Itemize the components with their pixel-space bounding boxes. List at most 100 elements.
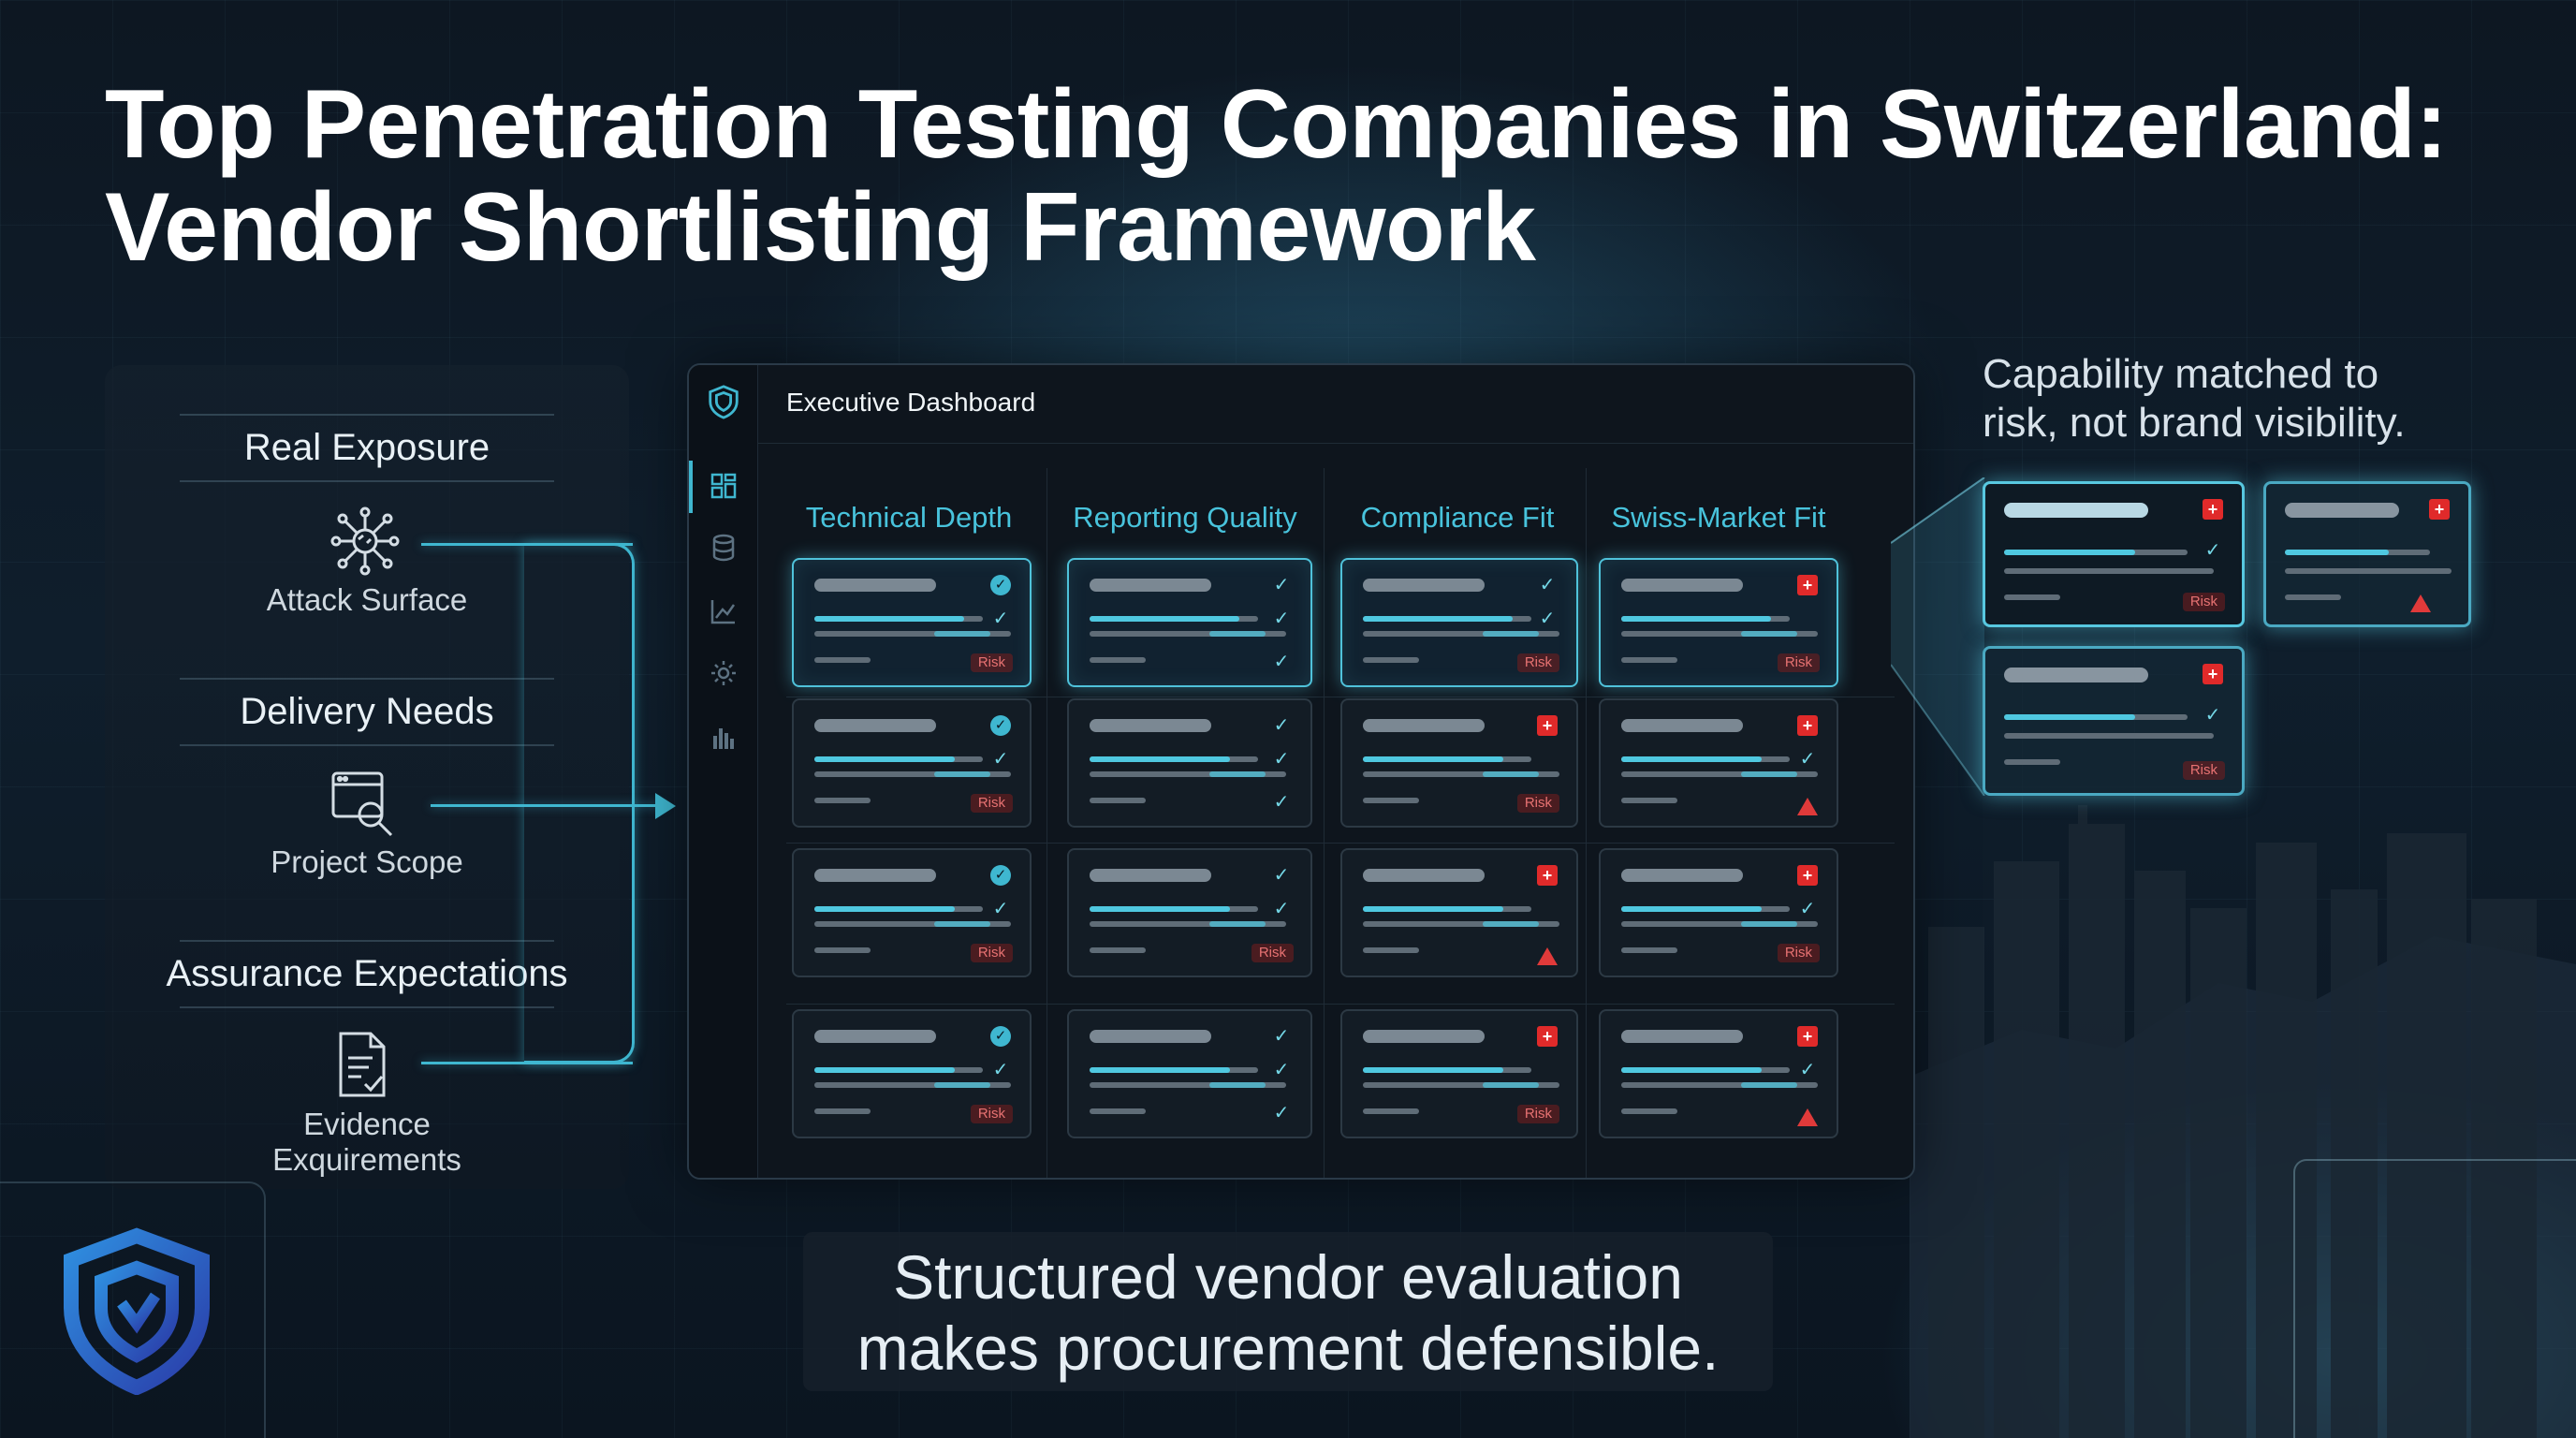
vendor-card[interactable]: +✓	[1599, 698, 1838, 828]
card-bar-short	[814, 657, 871, 663]
card-title-bar	[1621, 579, 1743, 592]
card-bar-track	[1621, 771, 1818, 777]
card-bar-short	[1621, 1108, 1677, 1114]
warning-icon	[1537, 947, 1558, 965]
card-bar-track	[1621, 921, 1818, 927]
grid-icon[interactable]	[708, 470, 739, 502]
card-bar-track	[2285, 568, 2452, 574]
card-bar-short	[2004, 594, 2060, 600]
vendor-card[interactable]: ✓✓Risk	[1340, 558, 1578, 687]
card-bar-fill	[934, 921, 990, 927]
line-chart-icon[interactable]	[708, 595, 739, 627]
check-icon: ✓	[1539, 575, 1556, 595]
card-bar-track	[1090, 1082, 1286, 1088]
check-icon: ✓	[1273, 652, 1290, 672]
check-icon: ✓	[1273, 715, 1290, 736]
vendor-card[interactable]: ✓✓✓	[1067, 1009, 1312, 1138]
card-bar-fill	[1741, 771, 1797, 777]
vendor-card[interactable]: +Risk	[1340, 698, 1578, 828]
card-bar-fill	[1090, 616, 1239, 622]
vendor-card[interactable]: +Risk	[1599, 558, 1838, 687]
card-bar-track	[2004, 733, 2214, 739]
card-bar-fill	[1090, 756, 1230, 762]
vendor-card[interactable]: ✓✓✓	[1067, 698, 1312, 828]
zoomed-vendor-card[interactable]: +✓Risk	[1983, 481, 2245, 627]
swiss-flag-icon: +	[1537, 865, 1558, 886]
card-title-bar	[1363, 579, 1485, 592]
vendor-card[interactable]: ✓✓Risk	[792, 698, 1032, 828]
card-title-bar	[1090, 869, 1211, 882]
dashboard-sidebar	[689, 365, 758, 1178]
vendor-card[interactable]: +✓	[1599, 1009, 1838, 1138]
zoomed-vendor-card[interactable]: +	[2263, 481, 2471, 627]
card-bar-short	[1090, 947, 1146, 953]
warning-icon	[2410, 594, 2431, 612]
card-bar-short	[2004, 759, 2060, 765]
card-bar-fill	[814, 616, 964, 622]
column-technical-depth[interactable]: Technical Depth	[805, 501, 1013, 534]
vendor-card[interactable]: +	[1340, 848, 1578, 977]
risk-badge: Risk	[970, 653, 1013, 672]
card-bar-fill	[1209, 1082, 1266, 1088]
card-bar-fill	[1741, 631, 1797, 637]
card-bar-short	[1363, 657, 1419, 663]
vendor-card[interactable]: ✓✓Risk	[792, 1009, 1032, 1138]
vendor-card[interactable]: ✓✓✓	[1067, 558, 1312, 687]
label-project-scope: Project Scope	[271, 844, 463, 879]
tagline-line-2: makes procurement defensible.	[856, 1313, 1720, 1383]
column-compliance-fit[interactable]: Compliance Fit	[1360, 501, 1555, 534]
card-bar-fill	[1363, 616, 1513, 622]
row-divider	[786, 1004, 1895, 1005]
vendor-card[interactable]: ✓✓Risk	[792, 558, 1032, 687]
vendor-card[interactable]: ✓✓Risk	[792, 848, 1032, 977]
check-icon: ✓	[1273, 899, 1290, 919]
connector-line-evidence	[421, 1062, 633, 1064]
column-divider	[1046, 468, 1047, 1178]
network-node-icon	[330, 506, 400, 576]
database-icon[interactable]	[708, 532, 739, 564]
connector-bracket	[524, 543, 635, 1064]
risk-badge: Risk	[970, 794, 1013, 813]
gear-icon[interactable]	[708, 657, 739, 689]
card-bar-fill	[1209, 631, 1266, 637]
card-bar-fill	[1363, 756, 1503, 762]
dashboard-title: Executive Dashboard	[786, 388, 1036, 417]
card-bar-fill	[934, 631, 990, 637]
card-bar-track	[814, 631, 1011, 637]
risk-badge: Risk	[1777, 653, 1820, 672]
shield-logo-icon	[709, 385, 739, 419]
bar-chart-icon[interactable]	[708, 721, 739, 753]
card-title-bar	[1621, 869, 1743, 882]
card-bar-fill	[1621, 756, 1762, 762]
label-attack-surface: Attack Surface	[266, 582, 468, 617]
card-title-bar	[1363, 1030, 1485, 1043]
card-bar-fill	[1363, 1067, 1503, 1073]
card-title-bar	[814, 719, 936, 732]
column-reporting-quality[interactable]: Reporting Quality	[1073, 501, 1297, 534]
risk-badge: Risk	[1516, 794, 1559, 813]
document-check-icon	[339, 1032, 386, 1097]
card-title-bar	[1621, 1030, 1743, 1043]
vendor-card[interactable]: +✓Risk	[1599, 848, 1838, 977]
column-divider	[1324, 468, 1325, 1178]
card-bar-track	[1621, 631, 1818, 637]
check-icon: ✓	[1799, 899, 1816, 919]
row-divider	[786, 843, 1895, 844]
card-bar-track	[1363, 921, 1559, 927]
callout-line-1: Capability matched to	[1983, 351, 2379, 397]
risk-badge: Risk	[970, 1105, 1013, 1123]
vendor-card[interactable]: ✓✓Risk	[1067, 848, 1312, 977]
check-badge-icon: ✓	[990, 575, 1011, 595]
title-line-2: Vendor Shortlisting Framework	[105, 173, 1536, 282]
card-title-bar	[2285, 503, 2400, 518]
column-swiss-market-fit[interactable]: Swiss-Market Fit	[1611, 501, 1826, 534]
card-bar-fill	[814, 1067, 955, 1073]
card-bar-track	[1090, 631, 1286, 637]
card-bar-short	[1363, 798, 1419, 803]
check-icon: ✓	[1273, 609, 1290, 629]
zoomed-vendor-card[interactable]: +✓Risk	[1983, 646, 2245, 796]
vendor-card[interactable]: +Risk	[1340, 1009, 1578, 1138]
tagline-box: Structured vendor evaluation makes procu…	[803, 1232, 1773, 1391]
card-bar-fill	[1483, 631, 1539, 637]
callout-line-2: risk, not brand visibility.	[1983, 400, 2406, 446]
